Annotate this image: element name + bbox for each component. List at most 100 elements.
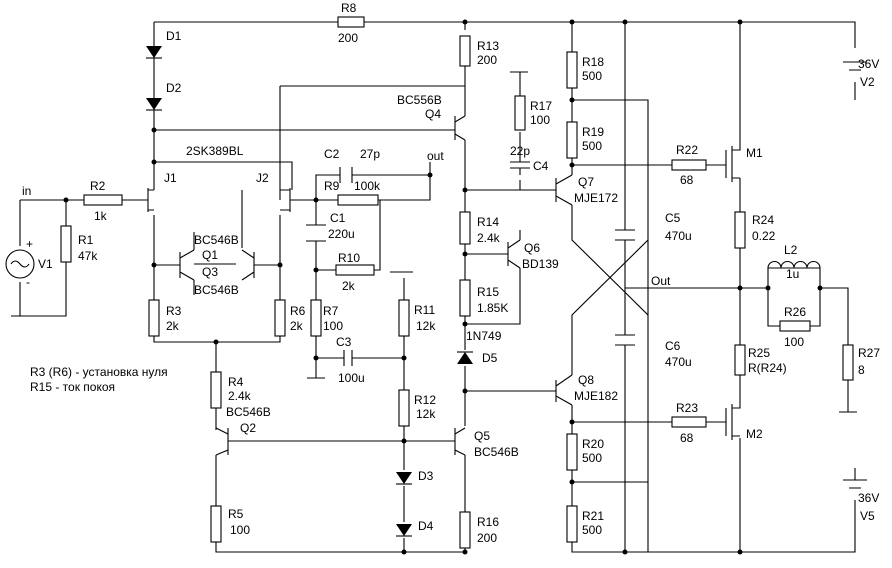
resistor-r10 (335, 264, 375, 276)
label-c6: C6 (665, 339, 681, 353)
resistor-r15 (459, 279, 471, 317)
label-j2: J2 (256, 171, 269, 185)
value-r22: 68 (680, 173, 694, 187)
label-r8: R8 (341, 1, 357, 15)
label-r27: R27 (858, 346, 880, 360)
value-r15: 1.85K (477, 301, 508, 315)
value-r1: 47k (78, 249, 98, 263)
label-q4: Q4 (425, 107, 441, 121)
resistor-r9 (337, 194, 379, 206)
jfet-j1 (140, 188, 154, 212)
capacitor-c6 (615, 334, 635, 346)
value-r10: 2k (342, 279, 356, 293)
transistor-q3 (241, 249, 255, 281)
label-r25: R25 (748, 346, 770, 360)
mosfet-m2 (725, 400, 741, 440)
label-c1: C1 (330, 211, 346, 225)
label-r11: R11 (414, 303, 435, 317)
capacitor-c4 (510, 161, 530, 169)
capacitor-c2 (339, 167, 353, 183)
notes: R3 (R6) - установка нуля R15 - ток покоя (30, 365, 168, 394)
label-c5: C5 (665, 211, 681, 225)
resistor-r23 (671, 416, 707, 428)
resistor-r3 (148, 299, 160, 337)
label-m1: M1 (746, 146, 763, 160)
value-r5: 100 (230, 523, 250, 537)
minus-v1: - (26, 275, 30, 289)
label-d5: D5 (482, 351, 498, 365)
label-q3: Q3 (202, 265, 218, 279)
resistor-r6 (274, 299, 286, 337)
label-v2: V2 (860, 75, 875, 89)
capacitor-c3 (343, 350, 353, 366)
diode-d4 (396, 524, 412, 537)
resistor-r18 (566, 51, 578, 89)
value-v2: 36V (858, 57, 879, 71)
label-r7: R7 (323, 304, 339, 318)
resistor-r14 (459, 211, 471, 245)
label-r23: R23 (676, 401, 698, 415)
value-r13: 200 (477, 53, 497, 67)
value-r24: 0.22 (752, 229, 776, 243)
label-d2: D2 (166, 81, 182, 95)
label-q2: Q2 (240, 421, 256, 435)
label-r3: R3 (166, 304, 182, 318)
label-r14: R14 (477, 215, 499, 229)
diode-d1 (146, 46, 162, 59)
value-r23: 68 (680, 431, 694, 445)
transistor-q5 (454, 427, 466, 456)
label-r16: R16 (477, 515, 499, 529)
value-v5: 36V (858, 491, 879, 505)
note-quiescent-current: R15 - ток покоя (30, 380, 115, 394)
capacitors (306, 161, 635, 366)
value-q6: BD139 (522, 257, 559, 271)
diode-d3 (396, 472, 412, 485)
value-q3: BC546B (194, 283, 239, 297)
label-r13: R13 (477, 39, 499, 53)
note-zero-adjust: R3 (R6) - установка нуля (30, 365, 168, 379)
value-c2: 27p (360, 147, 380, 161)
label-r1: R1 (78, 233, 94, 247)
resistor-r27 (842, 344, 854, 381)
value-c3: 100u (338, 371, 365, 385)
resistor-r11 (398, 299, 410, 337)
label-r15: R15 (477, 285, 499, 299)
resistor-r19 (566, 121, 578, 159)
value-q8: MJE182 (574, 389, 618, 403)
value-r3: 2k (166, 319, 180, 333)
resistor-r22 (671, 159, 707, 171)
battery-v2 (843, 61, 867, 71)
label-l2: L2 (784, 243, 798, 257)
voltage-source-v1 (5, 249, 35, 279)
label-q6: Q6 (524, 241, 540, 255)
value-r14: 2.4k (477, 231, 501, 245)
capacitor-c5 (615, 229, 635, 241)
label-d4: D4 (418, 519, 434, 533)
value-l2: 1u (786, 267, 799, 281)
value-r8: 200 (338, 31, 358, 45)
label-in: in (22, 184, 31, 198)
transistor-q8 (555, 374, 573, 406)
plus-v1: + (26, 237, 33, 251)
value-r6: 2k (290, 319, 304, 333)
label-r4: R4 (228, 375, 244, 389)
label-r18: R18 (582, 55, 604, 69)
resistor-r7 (310, 299, 322, 337)
label-r22: R22 (676, 143, 698, 157)
value-r19: 500 (582, 139, 602, 153)
value-r17: 100 (530, 113, 550, 127)
resistor-r20 (566, 433, 578, 471)
value-r26: 100 (784, 335, 804, 349)
label-q8: Q8 (578, 373, 594, 387)
value-r7: 100 (323, 319, 343, 333)
value-c4: 22p (510, 144, 530, 158)
value-r9: 100k (354, 179, 381, 193)
value-c6: 470u (665, 355, 692, 369)
label-q1: Q1 (202, 248, 218, 262)
value-c5: 470u (665, 229, 692, 243)
battery-v5 (843, 479, 867, 489)
value-r18: 500 (582, 69, 602, 83)
wires (19, 21, 856, 553)
label-m2: M2 (746, 427, 763, 441)
label-r12: R12 (414, 393, 436, 407)
